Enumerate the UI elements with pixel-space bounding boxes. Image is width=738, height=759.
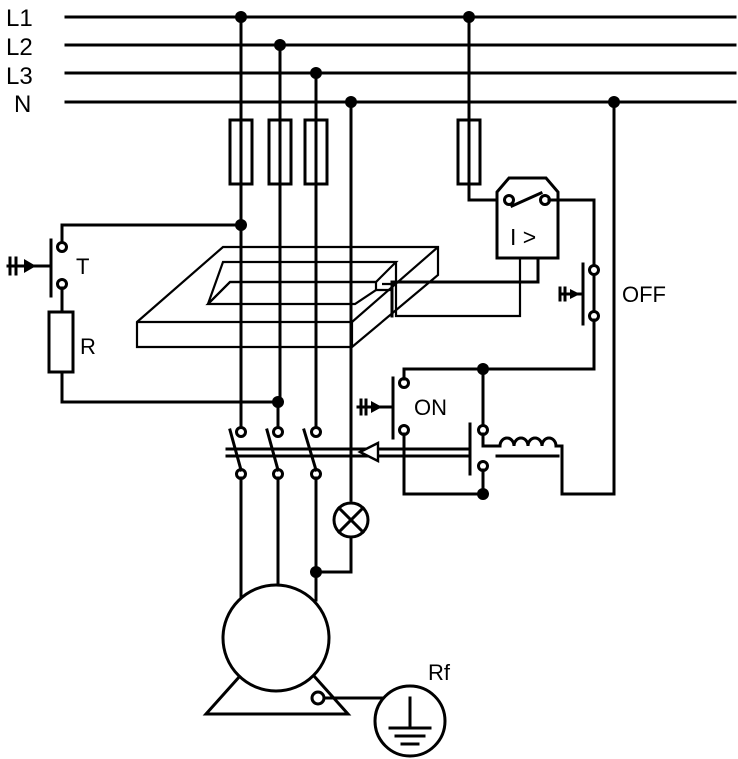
off-button[interactable]: OFF — [558, 262, 666, 326]
on-button[interactable]: ON — [356, 367, 447, 440]
bus-lines — [64, 15, 737, 104]
indicator-lamp — [332, 501, 370, 539]
contactor-arrow — [357, 441, 380, 463]
resistor-label: R — [80, 334, 96, 359]
earth-label: Rf — [428, 660, 451, 685]
junction-dots — [235, 11, 620, 578]
line-label-n: N — [14, 91, 31, 118]
earth-ground-icon: Rf — [322, 660, 451, 758]
test-button[interactable]: T — [6, 223, 243, 298]
off-label: OFF — [622, 282, 666, 307]
contactor-coil — [481, 100, 616, 496]
current-transformer-core — [135, 245, 522, 349]
phase-conductors — [239, 15, 353, 502]
motor — [202, 583, 352, 716]
on-label: ON — [414, 395, 447, 420]
self-holding-contact — [468, 367, 489, 496]
test-label: T — [76, 254, 89, 279]
line-label-l3: L3 — [6, 63, 33, 90]
line-label-l1: L1 — [6, 5, 33, 32]
resistor — [47, 310, 75, 374]
relay-label: I > — [510, 224, 536, 250]
contactor-main-contacts — [225, 426, 472, 480]
trip-relay: I > — [495, 176, 560, 260]
line-label-l2: L2 — [6, 34, 33, 61]
